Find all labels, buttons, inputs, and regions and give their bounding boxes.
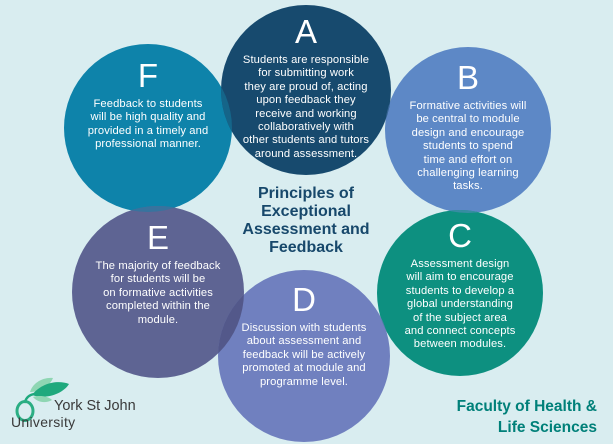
circle-c-text: Assessment design will aim to encourage …	[404, 258, 516, 351]
circle-f-text: Feedback to students will be high qualit…	[87, 98, 209, 151]
circle-a-letter: A	[294, 13, 317, 50]
logo-text-line2: University	[11, 414, 76, 430]
circle-d-text: Discussion with students about assessmen…	[241, 322, 367, 388]
faculty-label: Faculty of Health & Life Sciences	[456, 398, 597, 436]
circle-c-letter: C	[448, 217, 472, 254]
circle-b-letter: B	[456, 59, 479, 96]
circle-f: F Feedback to students will be high qual…	[64, 57, 232, 152]
circle-e-shape	[72, 206, 244, 378]
circle-c-shape	[377, 210, 543, 376]
circle-a-shape	[221, 5, 391, 175]
circle-e-letter: E	[146, 219, 169, 256]
diagram-title: Principles of Exceptional Assessment and…	[242, 185, 370, 256]
circle-a-text: Students are responsible for submitting …	[242, 54, 370, 160]
circle-c: C Assessment design will aim to encourag…	[377, 217, 543, 352]
circle-e-text: The majority of feedback for students wi…	[95, 260, 221, 326]
circle-f-letter: F	[137, 57, 159, 94]
circle-b: B Formative activities will be central t…	[385, 59, 551, 194]
circle-d-letter: D	[292, 281, 316, 318]
circle-d-shape	[218, 270, 390, 442]
logo-text-line1: York St John	[54, 398, 136, 414]
york-st-john-logo: York St John University	[10, 376, 160, 438]
circle-f-shape	[64, 44, 232, 212]
circle-a: A Students are responsible for submittin…	[221, 13, 391, 161]
ysj-rose-leaf-icon	[15, 377, 69, 422]
circle-d: D Discussion with students about assessm…	[218, 281, 390, 389]
circle-e: E The majority of feedback for students …	[72, 219, 244, 327]
circle-b-shape	[385, 47, 551, 213]
circle-b-text: Formative activities will be central to …	[409, 100, 527, 193]
